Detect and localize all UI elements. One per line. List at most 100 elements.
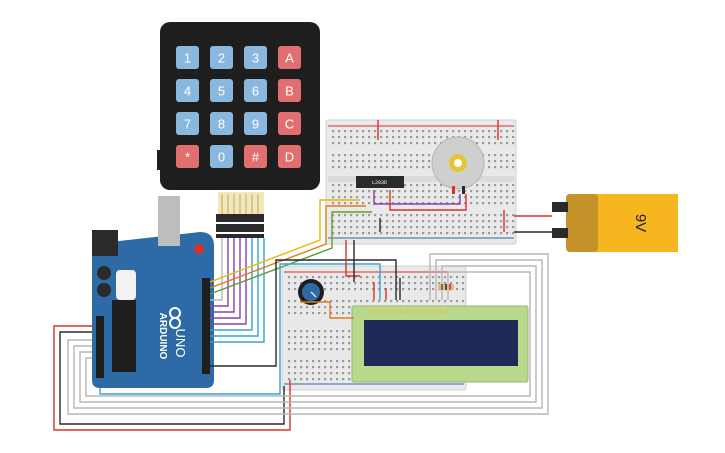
- breadboard-hole: [458, 196, 461, 199]
- breadboard-hole: [366, 300, 369, 303]
- breadboard-hole: [330, 360, 333, 363]
- keypad-key[interactable]: 4: [176, 79, 199, 102]
- breadboard-hole: [488, 232, 491, 235]
- breadboard-hole: [404, 166, 407, 169]
- keypad-key[interactable]: 9: [244, 112, 267, 135]
- keypad-key[interactable]: *: [176, 145, 199, 168]
- breadboard-hole: [386, 142, 389, 145]
- keypad-key[interactable]: 6: [244, 79, 267, 102]
- breadboard-hole: [294, 306, 297, 309]
- breadboard-hole: [306, 372, 309, 375]
- breadboard-hole: [356, 214, 359, 217]
- keypad-key[interactable]: C: [278, 112, 301, 135]
- keypad-key[interactable]: 8: [210, 112, 233, 135]
- breadboard-hole: [456, 288, 459, 291]
- keypad-key-face: [244, 46, 267, 69]
- breadboard-hole: [318, 348, 321, 351]
- lcd-pin: [410, 309, 413, 314]
- breadboard-hole: [398, 136, 401, 139]
- breadboard-hole: [482, 202, 485, 205]
- breadboard-hole: [350, 202, 353, 205]
- breadboard-hole: [396, 276, 399, 279]
- breadboard-hole: [338, 220, 341, 223]
- driver-chip[interactable]: L293D: [356, 176, 404, 188]
- breadboard-hole: [324, 348, 327, 351]
- breadboard-hole: [294, 378, 297, 381]
- keypad-key[interactable]: 0: [210, 145, 233, 168]
- breadboard-hole: [374, 214, 377, 217]
- breadboard-hole: [360, 276, 363, 279]
- breadboard-hole: [330, 300, 333, 303]
- breadboard-top[interactable]: [325, 119, 517, 245]
- breadboard-hole: [470, 232, 473, 235]
- breadboard-hole: [402, 276, 405, 279]
- breadboard-hole: [288, 282, 291, 285]
- breadboard-hole: [336, 342, 339, 345]
- breadboard-hole: [440, 220, 443, 223]
- breadboard-hole: [354, 276, 357, 279]
- keypad-key[interactable]: 1: [176, 46, 199, 69]
- breadboard-hole: [300, 306, 303, 309]
- keypad-key[interactable]: 2: [210, 46, 233, 69]
- lcd-pin: [405, 309, 408, 314]
- breadboard-hole: [470, 136, 473, 139]
- breadboard-hole: [332, 184, 335, 187]
- breadboard-hole: [300, 348, 303, 351]
- breadboard-hole: [368, 136, 371, 139]
- breadboard-hole: [306, 378, 309, 381]
- lcd-module[interactable]: [351, 305, 529, 383]
- breadboard-hole: [506, 232, 509, 235]
- lcd-pin: [385, 309, 388, 314]
- breadboard-hole: [378, 288, 381, 291]
- power-jack: [92, 230, 118, 256]
- breadboard-hole: [368, 166, 371, 169]
- keypad-key[interactable]: A: [278, 46, 301, 69]
- breadboard-hole: [392, 166, 395, 169]
- breadboard-hole: [288, 288, 291, 291]
- keypad-key[interactable]: #: [244, 145, 267, 168]
- keypad-key[interactable]: 3: [244, 46, 267, 69]
- breadboard-hole: [368, 154, 371, 157]
- resistor[interactable]: [438, 284, 454, 290]
- breadboard-hole: [432, 288, 435, 291]
- keypad-key[interactable]: 5: [210, 79, 233, 102]
- breadboard-hole: [464, 232, 467, 235]
- breadboard-hole: [428, 142, 431, 145]
- breadboard-hole: [488, 130, 491, 133]
- keypad-key[interactable]: 7: [176, 112, 199, 135]
- breadboard-hole: [494, 196, 497, 199]
- arduino-uno[interactable]: ARDUINO UNO: [92, 196, 214, 388]
- wires: [53, 120, 552, 431]
- breadboard-hole: [350, 130, 353, 133]
- breadboard-hole: [446, 232, 449, 235]
- breadboard-hole: [356, 220, 359, 223]
- breadboard-hole: [410, 226, 413, 229]
- breadboard-hole: [392, 226, 395, 229]
- breadboard-hole: [348, 348, 351, 351]
- breadboard-hole: [338, 142, 341, 145]
- breadboard-hole: [482, 220, 485, 223]
- breadboard-hole: [350, 220, 353, 223]
- breadboard-top-channel: [328, 176, 514, 182]
- lcd-screen: [364, 320, 518, 366]
- breadboard-hole: [332, 202, 335, 205]
- breadboard-hole: [446, 136, 449, 139]
- keypad-key[interactable]: D: [278, 145, 301, 168]
- breadboard-hole: [392, 136, 395, 139]
- breadboard-hole: [356, 136, 359, 139]
- breadboard-hole: [506, 226, 509, 229]
- breadboard-hole: [324, 336, 327, 339]
- keypad-key[interactable]: B: [278, 79, 301, 102]
- breadboard-hole: [488, 166, 491, 169]
- motor-terminal-left: [452, 186, 455, 194]
- dc-motor[interactable]: [431, 136, 485, 194]
- breadboard-hole: [414, 300, 417, 303]
- potentiometer[interactable]: [298, 279, 324, 305]
- keypad-key-face: [244, 79, 267, 102]
- reset-button[interactable]: [194, 244, 204, 254]
- breadboard-hole: [312, 306, 315, 309]
- battery-9v[interactable]: 9V: [552, 194, 678, 252]
- breadboard-hole: [440, 214, 443, 217]
- breadboard-hole: [386, 160, 389, 163]
